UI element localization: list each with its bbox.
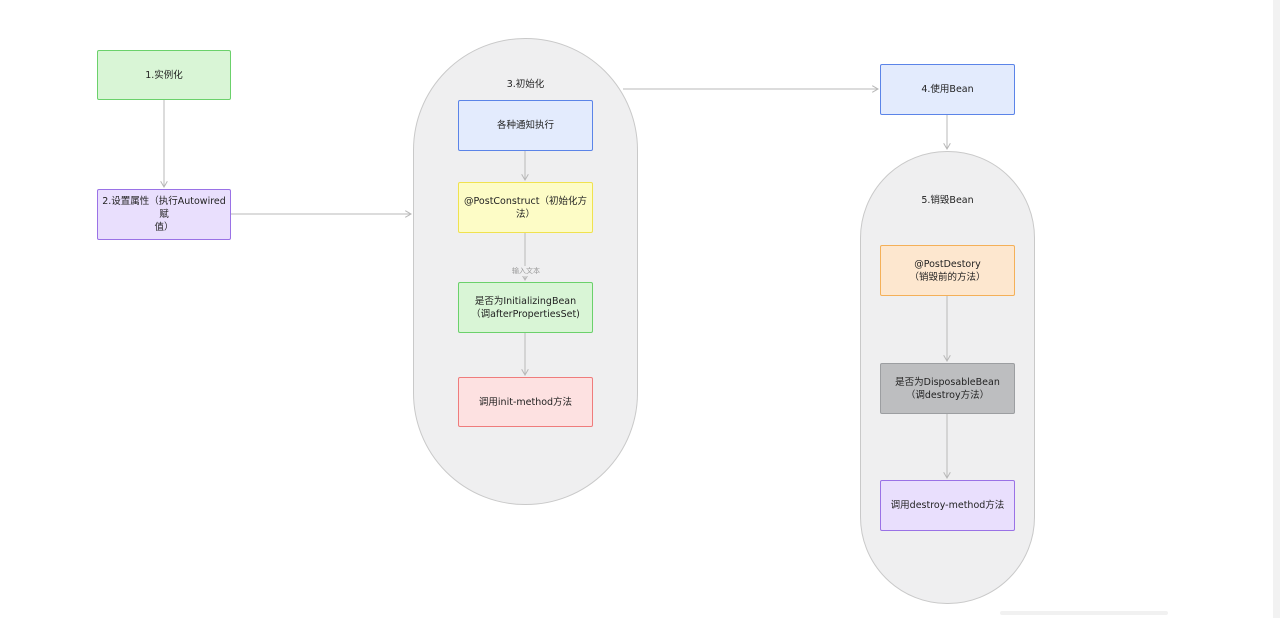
node-init-method-label: 调用init-method方法: [478, 396, 573, 408]
node-use-bean[interactable]: 4.使用Bean: [880, 64, 1015, 115]
node-use-bean-label: 4.使用Bean: [921, 84, 974, 95]
node-post-destroy[interactable]: @PostDestory （销毁前的方法）: [880, 245, 1015, 296]
node-post-destroy-line1: @PostDestory: [914, 258, 981, 270]
node-initializing-bean[interactable]: 是否为InitializingBean （调afterPropertiesSet…: [458, 282, 593, 333]
node-destroy-method-label: 调用destroy-method方法: [890, 500, 1005, 511]
node-set-properties-line2: 值）: [154, 222, 174, 233]
node-destroy-method[interactable]: 调用destroy-method方法: [880, 480, 1015, 531]
node-instantiate-label: 1.实例化: [145, 69, 183, 81]
node-set-properties-line1: 2.设置属性（执行Autowired赋: [102, 196, 226, 220]
init-lane-title: 3.初始化: [506, 79, 545, 90]
node-disposable-bean-line1: 是否为DisposableBean: [895, 376, 1000, 388]
node-instantiate[interactable]: 1.实例化: [97, 50, 231, 100]
node-initializing-bean-line2: （调afterPropertiesSet): [471, 308, 580, 320]
node-notify[interactable]: 各种通知执行: [458, 100, 593, 151]
node-init-method[interactable]: 调用init-method方法: [458, 377, 593, 427]
destroy-lane-title: 5.销毁Bean: [921, 195, 974, 206]
node-disposable-bean[interactable]: 是否为DisposableBean （调destroy方法）: [880, 363, 1015, 414]
node-initializing-bean-line1: 是否为InitializingBean: [474, 295, 577, 307]
node-notify-label: 各种通知执行: [496, 120, 554, 131]
vertical-scrollbar[interactable]: [1273, 0, 1280, 618]
node-set-properties[interactable]: 2.设置属性（执行Autowired赋 值）: [97, 189, 231, 240]
node-post-destroy-line2: （销毁前的方法）: [909, 271, 986, 283]
horizontal-scrollbar[interactable]: [1000, 611, 1168, 615]
edge-label-input-text[interactable]: 输入文本: [511, 266, 541, 276]
node-disposable-bean-line2: （调destroy方法）: [905, 389, 990, 401]
node-post-construct[interactable]: @PostConstruct（初始化方法）: [458, 182, 593, 233]
node-post-construct-label: @PostConstruct（初始化方法）: [464, 195, 587, 220]
